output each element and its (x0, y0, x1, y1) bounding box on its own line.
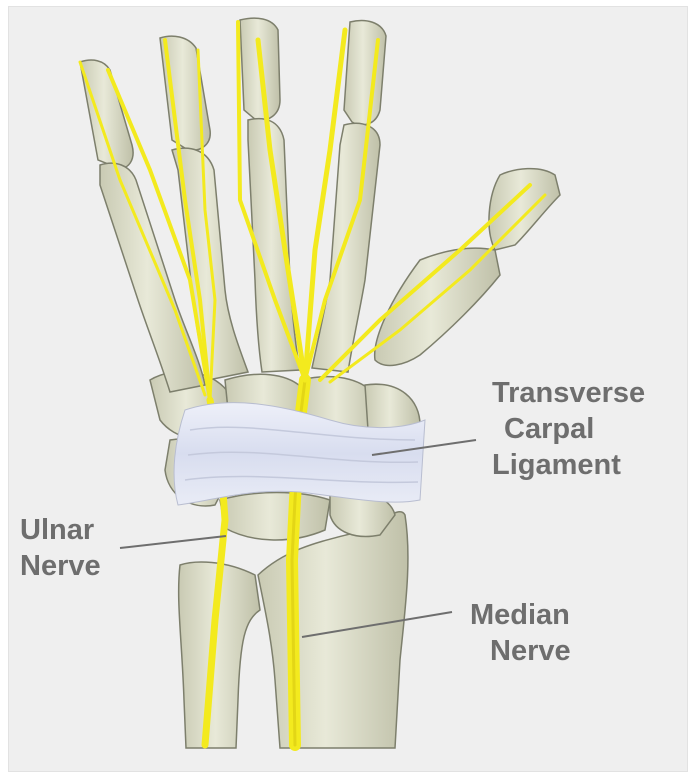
median-nerve-label: Median Nerve (470, 597, 571, 669)
ulnar-label-line-1: Ulnar (20, 512, 101, 548)
ulnar-leader-line (120, 536, 226, 548)
ligament-label-line-2: Carpal (492, 411, 645, 447)
radius-bone (258, 512, 408, 748)
ulnar-nerve-label: Ulnar Nerve (20, 512, 101, 584)
transverse-carpal-ligament-label: Transverse Carpal Ligament (492, 375, 645, 483)
median-label-line-1: Median (470, 597, 571, 633)
median-label-line-2: Nerve (470, 633, 571, 669)
ulnar-label-line-2: Nerve (20, 548, 101, 584)
ligament-label-line-1: Transverse (492, 375, 645, 411)
ligament-label-line-3: Ligament (492, 447, 645, 483)
